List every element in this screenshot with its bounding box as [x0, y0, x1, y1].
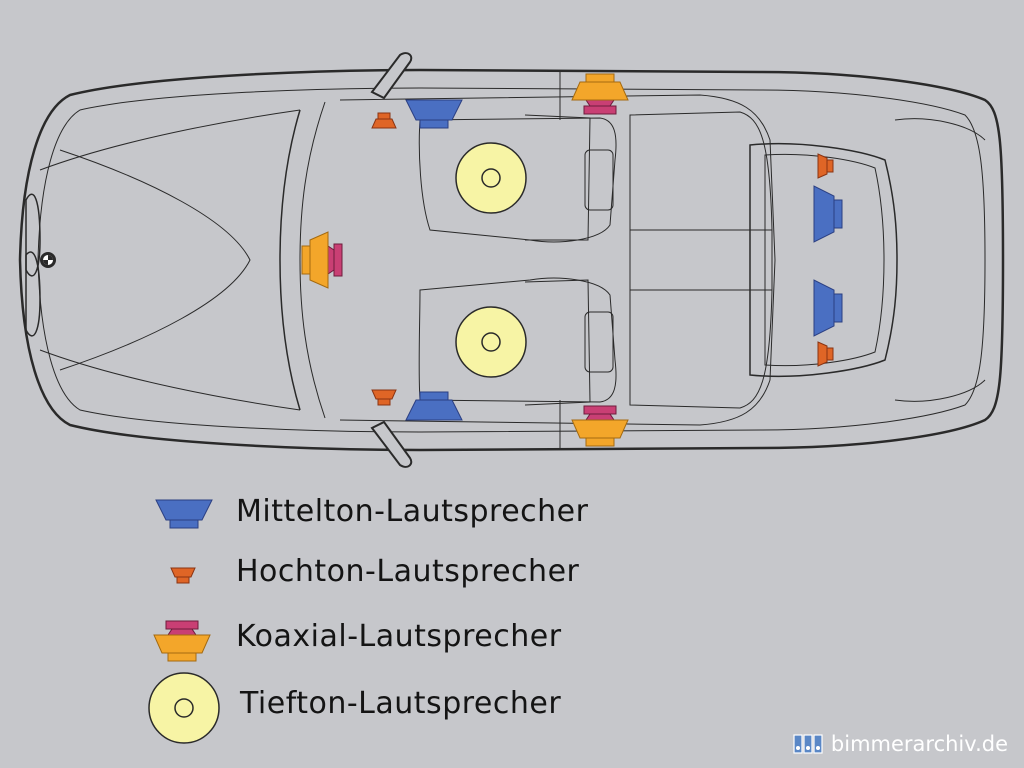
midrange-speaker-rear-shelf-right [813, 279, 843, 337]
mirror-right [370, 420, 413, 468]
subwoofer-speaker-right [455, 306, 527, 378]
subwoofer-speaker-left [455, 142, 527, 214]
bmw-roundel-icon [40, 252, 56, 268]
midrange-speaker-front-right [405, 391, 463, 421]
coaxial-speaker-center [301, 231, 343, 289]
coaxial-speaker-rear-right [571, 405, 629, 447]
tweeter-speaker-front-left [371, 112, 397, 129]
legend-coaxial-label: Koaxial-Lautsprecher [236, 619, 562, 654]
legend-subwoofer-label: Tiefton-Lautsprecher [240, 686, 562, 721]
midrange-speaker-rear-shelf-left [813, 185, 843, 243]
car-outline [18, 68, 1005, 452]
legend-tweeter-icon [170, 567, 196, 584]
watermark: bimmerarchiv.de [793, 732, 1008, 756]
legend-subwoofer-icon [148, 672, 220, 744]
legend-midrange-icon [155, 499, 213, 529]
mirror-left [370, 52, 413, 100]
legend-tweeter-label: Hochton-Lautsprecher [236, 554, 580, 589]
coaxial-speaker-rear-left [571, 73, 629, 115]
legend-midrange-label: Mittelton-Lautsprecher [236, 494, 589, 529]
watermark-text: bimmerarchiv.de [830, 732, 1008, 756]
legend-coaxial-icon [153, 620, 211, 662]
archive-logo-icon [793, 734, 823, 754]
tweeter-speaker-front-right [371, 389, 397, 406]
midrange-speaker-front-left [405, 99, 463, 129]
